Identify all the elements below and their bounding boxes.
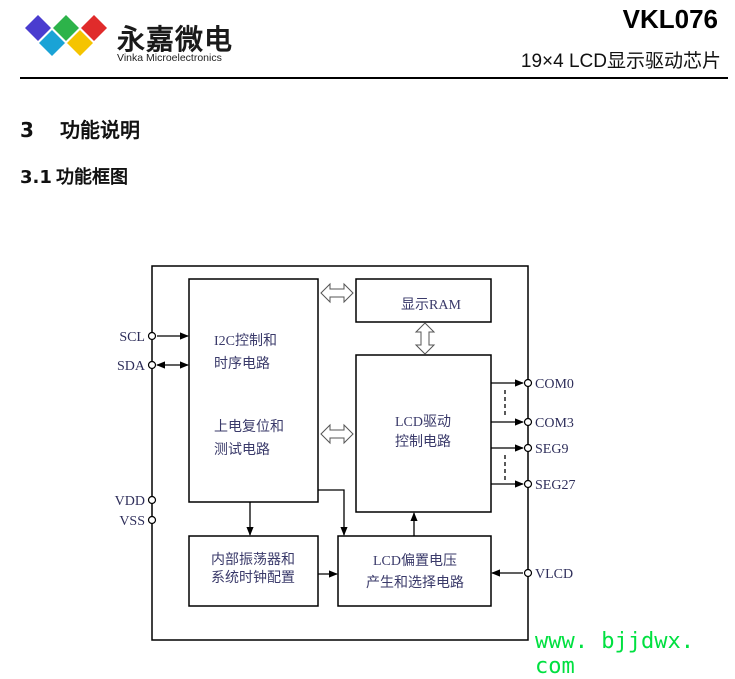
document-title: VKL076 [622,4,718,34]
pin-scl-icon [147,331,157,341]
pin-label-vss: VSS [119,514,145,529]
i2c-to-bias-wire [318,489,348,536]
logo-diamond-blue [39,30,65,56]
logo-name-cn: 永嘉微电 [117,23,234,56]
pin-vdd-icon [147,495,157,505]
pin-label-com3: COM3 [535,416,574,431]
subsection-number: 3.1 [20,167,52,188]
pin-label-com0: COM0 [535,377,574,392]
pin-com0-icon [523,378,533,388]
pin-label-seg9: SEG9 [535,442,568,457]
pin-sda-icon [147,360,157,370]
oscillator-block [188,535,319,607]
i2c-control-block [188,278,319,503]
ram-driver-bus-arrow-icon [414,322,436,355]
chip-boundary [151,265,529,641]
section-title: 功能说明 [60,118,140,142]
pin-seg27-icon [523,479,533,489]
pin-com3-icon [523,417,533,427]
logo-diamond-red [81,15,107,41]
logo-diamond-yellow [67,30,93,56]
pin-label-scl: SCL [119,330,145,345]
subsection-title: 功能框图 [56,167,128,188]
i2c-driver-bus-arrow-icon [320,423,354,445]
driver-block-label-2: 控制电路 [395,434,451,450]
bias-block-label-1: LCD偏置电压 [373,553,457,569]
pin-label-sda: SDA [117,359,146,374]
pin-vss-icon [147,515,157,525]
watermark: www. bjjdwx. com [535,629,694,679]
pin-label-vdd: VDD [115,494,145,509]
pin-label-seg27: SEG27 [535,478,575,493]
logo-diamond-purple [25,15,51,41]
header-divider [20,77,728,79]
pin-vlcd-icon [523,568,533,578]
i2c-block-label-3: 上电复位和 [214,418,284,435]
logo-diamond-green [53,15,79,41]
i2c-block-label-1: I2C控制和 [214,333,277,349]
i2c-ram-bus-arrow-icon [320,282,354,304]
lcd-driver-block [355,354,492,513]
pin-label-vlcd: VLCD [535,567,573,582]
logo-mark-icon [25,15,107,56]
pin-seg9-icon [523,443,533,453]
ram-block-label: 显示RAM [401,298,461,313]
logo-name-en: Vinka Microelectronics [117,52,222,64]
section-heading: 3 功能说明 [20,114,140,143]
driver-block-label-1: LCD驱动 [395,414,451,430]
osc-block-label-2: 系统时钟配置 [211,569,295,586]
bias-block-label-2: 产生和选择电路 [366,575,464,591]
i2c-block-label-2: 时序电路 [214,356,270,372]
i2c-block-label-4: 测试电路 [214,442,270,458]
bias-voltage-block [337,535,492,607]
section-number: 3 [20,118,34,142]
display-ram-block [355,278,492,323]
document-subtitle: 19×4 LCD显示驱动芯片 [520,51,721,72]
osc-block-label-1: 内部振荡器和 [211,552,295,568]
block-diagram: SCL SDA VDD VSS COM0 COM3 SEG9 SEG27 VLC… [115,265,575,641]
